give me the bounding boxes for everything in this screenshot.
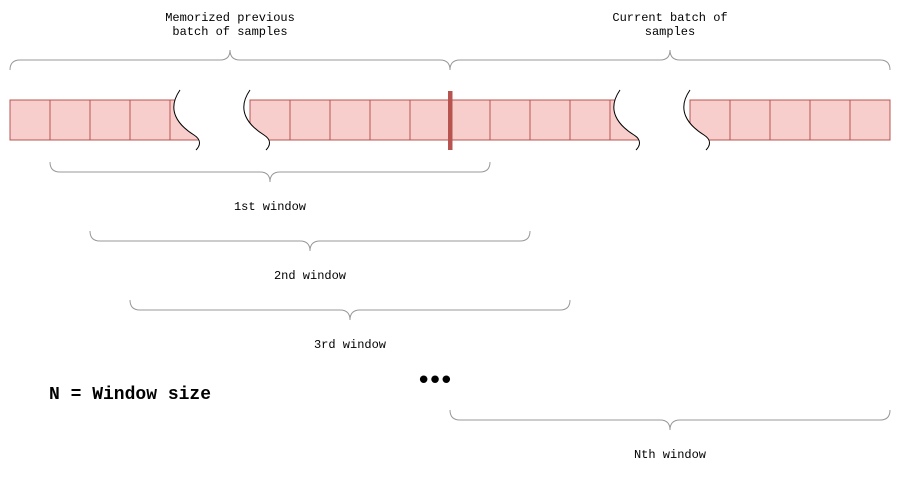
sample-cell (329, 99, 371, 141)
break-curve (613, 89, 640, 151)
sample-cell (49, 99, 91, 141)
ellipsis-icon: ••• (416, 366, 454, 396)
window-3-label: 3rd window (313, 338, 386, 352)
break-curve (683, 89, 710, 151)
window-size-note: N = Window size (49, 385, 212, 405)
sample-cell (809, 99, 851, 141)
braces (9, 49, 891, 431)
memorized-batch-label: Memorized previous batch of samples (165, 11, 295, 39)
sample-cells (9, 99, 891, 141)
batch-divider (448, 91, 453, 150)
window-n-label: Nth window (633, 448, 706, 462)
window-2-brace (89, 230, 531, 252)
current-batch-brace (449, 49, 891, 71)
sequence-breaks (173, 89, 710, 151)
current-batch-label: Current batch of samples (612, 11, 728, 39)
sample-cell (129, 99, 171, 141)
sample-cell (569, 99, 611, 141)
window-1-brace (49, 161, 491, 183)
break-curve (173, 89, 200, 151)
sample-cell (489, 99, 531, 141)
window-2-label: 2nd window (273, 269, 346, 283)
window-1-label: 1st window (233, 200, 306, 214)
sample-cell (409, 99, 451, 141)
sample-cell (449, 99, 491, 141)
memorized-batch-brace (9, 49, 451, 71)
window-3-brace (129, 299, 571, 321)
sample-cell (289, 99, 331, 141)
sequence-gap (613, 90, 710, 150)
break-curve (243, 89, 270, 151)
sample-cell (849, 99, 891, 141)
window-n-brace (449, 409, 891, 431)
sequence-gap (173, 90, 270, 150)
sample-cell (769, 99, 811, 141)
sample-cell (89, 99, 131, 141)
sample-cell (529, 99, 571, 141)
sample-cell (729, 99, 771, 141)
sample-cell (9, 99, 51, 141)
sample-cell (369, 99, 411, 141)
